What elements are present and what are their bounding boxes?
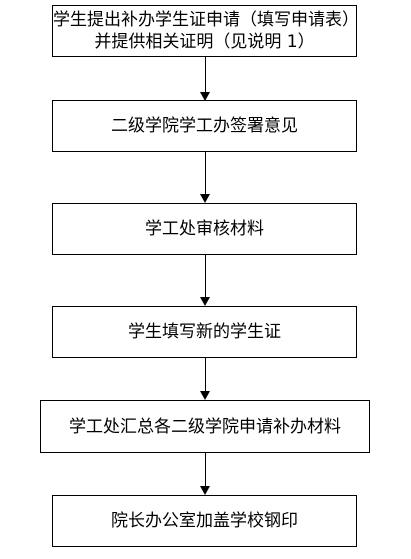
flow-step-text-line: 并提供相关证明（见说明 1） (94, 32, 315, 52)
flow-step-text: 学工处汇总各二级学院申请补办材料 (69, 416, 341, 437)
flow-arrow (200, 152, 210, 203)
flow-step-text: 学工处审核材料 (145, 219, 264, 239)
flow-step-text: 学生填写新的学生证 (128, 322, 281, 342)
flow-step-summarize-applications: 学工处汇总各二级学院申请补办材料 (40, 400, 370, 453)
flow-step-affix-seal: 院长办公室加盖学校钢印 (52, 495, 357, 547)
flow-step-text: 二级学院学工办签署意见 (111, 116, 298, 136)
flow-step-submit-application: 学生提出补办学生证申请（填写申请表） 并提供相关证明（见说明 1） (52, 5, 359, 57)
flow-arrow (200, 358, 210, 400)
flow-arrow (200, 57, 210, 101)
flow-step-fill-new-card: 学生填写新的学生证 (52, 306, 357, 358)
flow-arrow (200, 453, 210, 495)
flow-step-college-opinion: 二级学院学工办签署意见 (52, 100, 357, 152)
flow-arrow (200, 255, 210, 306)
flow-step-text-line: 学生提出补办学生证申请（填写申请表） (53, 10, 359, 30)
flow-step-text: 院长办公室加盖学校钢印 (111, 511, 298, 531)
flow-step-review-materials: 学工处审核材料 (52, 203, 357, 255)
